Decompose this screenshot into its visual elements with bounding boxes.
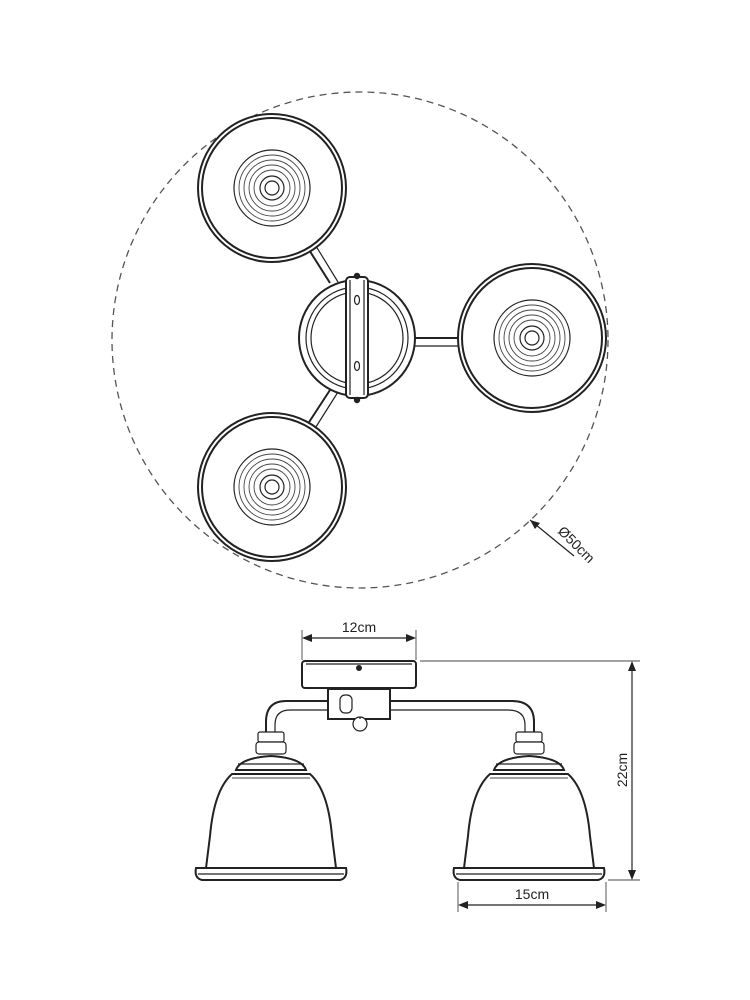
- side-arms: [265, 700, 535, 732]
- shade-width-dimension: 15cm: [457, 882, 607, 912]
- shade-right: [457, 263, 607, 413]
- shade-top-left: [197, 113, 347, 263]
- lamp-right: [452, 731, 606, 881]
- diameter-label: Ø50cm: [555, 523, 598, 566]
- height-dimension: 22cm: [420, 660, 640, 881]
- side-view: 12cm: [194, 619, 640, 912]
- shade-bottom-left: [197, 412, 347, 562]
- lamp-left: [194, 731, 348, 881]
- top-view: Ø50cm: [111, 91, 609, 589]
- height-label: 22cm: [614, 753, 630, 787]
- shade-width-label: 15cm: [515, 886, 549, 902]
- side-hub: [327, 688, 391, 732]
- canopy-width-dimension: 12cm: [301, 619, 417, 660]
- canopy: [301, 660, 417, 689]
- canopy-width-label: 12cm: [342, 619, 376, 635]
- footprint-circle: [111, 91, 609, 589]
- diameter-dimension: Ø50cm: [529, 519, 598, 566]
- central-hub: [298, 272, 416, 404]
